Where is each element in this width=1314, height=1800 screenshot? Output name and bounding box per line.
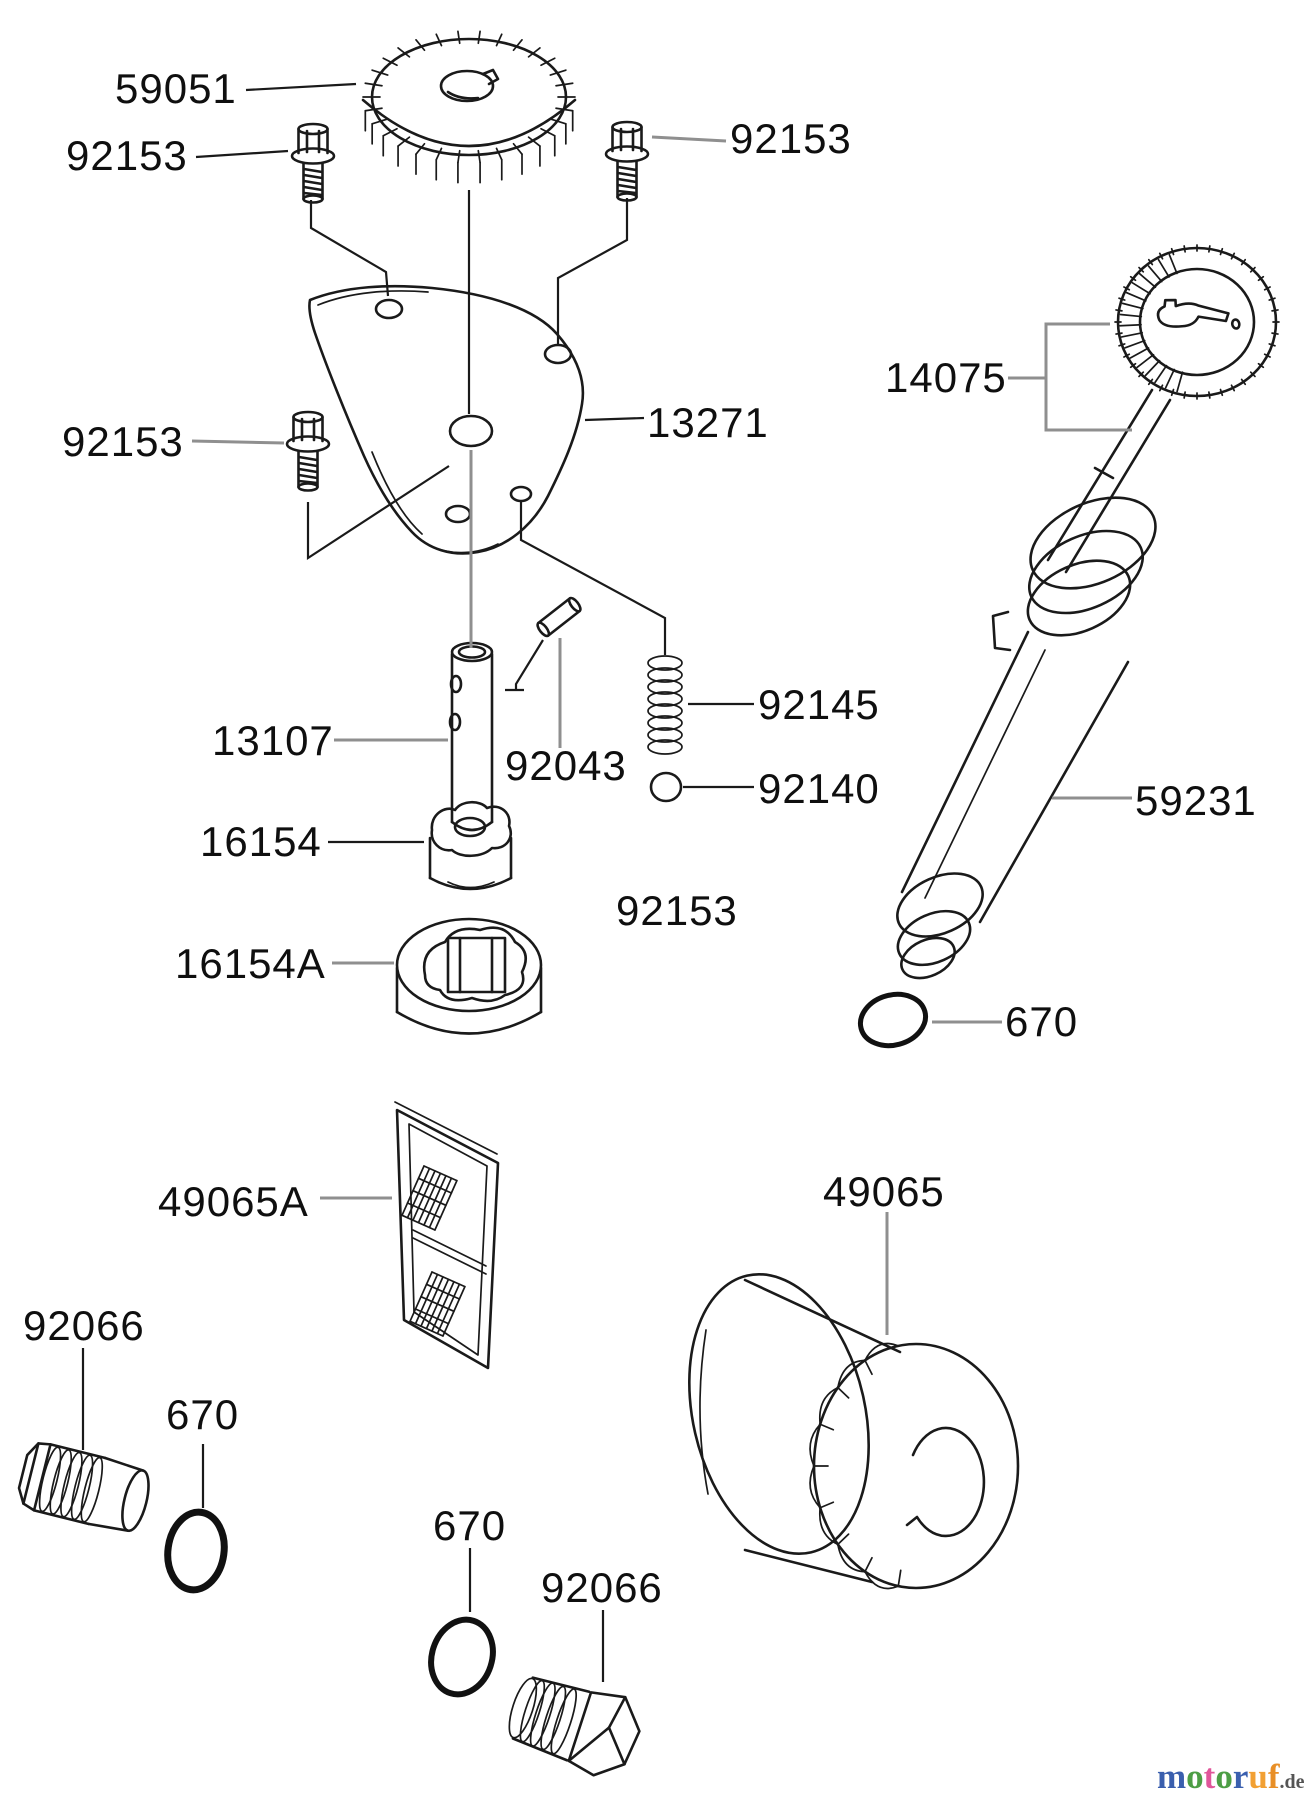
label-bolt-ref-floating: 92153	[616, 887, 738, 934]
label-dipstick: 14075	[885, 354, 1007, 401]
label-ball: 92140	[758, 765, 880, 812]
oring-right-drawing	[857, 991, 929, 1049]
spring-drawing	[647, 655, 683, 755]
label-oring-left: 670	[166, 1391, 239, 1438]
label-pin: 92043	[505, 742, 627, 789]
motoruf-logo: motoruf.de	[1157, 1757, 1305, 1796]
logo-tld: .de	[1279, 1771, 1304, 1793]
bolt-top-left	[290, 122, 336, 204]
plug-bottom-drawing	[508, 1676, 641, 1777]
label-oring-center: 670	[433, 1502, 506, 1549]
label-oring-right: 670	[1005, 998, 1078, 1045]
label-spring: 92145	[758, 681, 880, 728]
dipstick-drawing	[1046, 244, 1280, 574]
label-filter: 49065	[823, 1168, 945, 1215]
outer-rotor-drawing	[395, 917, 543, 1035]
tube-drawing	[896, 496, 1157, 980]
label-gear: 59051	[115, 65, 237, 112]
logo-letter: m	[1157, 1757, 1186, 1796]
screen-mesh	[401, 1165, 466, 1337]
pin-drawing	[536, 596, 582, 638]
logo-letter: u	[1248, 1757, 1267, 1796]
label-plate: 13271	[647, 399, 769, 446]
label-plug-bottom: 92066	[541, 1564, 663, 1611]
oring-center-drawing	[428, 1616, 496, 1698]
oring-left-drawing	[164, 1508, 228, 1594]
filter-drawing	[688, 1272, 1020, 1590]
label-shaft: 13107	[212, 717, 334, 764]
label-bolt-top-right: 92153	[730, 115, 852, 162]
plate-drawing	[308, 284, 585, 555]
label-plug-left: 92066	[23, 1302, 145, 1349]
label-inner-rotor: 16154	[200, 818, 322, 865]
logo-letter: r	[1233, 1757, 1249, 1796]
gear-drawing	[361, 30, 577, 184]
inner-rotor-drawing	[428, 800, 513, 891]
bolt-top-right	[604, 120, 650, 202]
oil-can-icon	[1156, 298, 1241, 330]
logo-letter: o	[1215, 1757, 1233, 1796]
label-outer-rotor: 16154A	[175, 940, 326, 987]
label-bolt-top-left: 92153	[66, 132, 188, 179]
plug-left-drawing	[17, 1442, 150, 1533]
logo-letter: o	[1186, 1757, 1204, 1796]
logo-letter: t	[1204, 1757, 1216, 1796]
dipstick-cap-knurl	[1114, 244, 1280, 400]
leader-lines	[81, 82, 1132, 1682]
ball-drawing	[649, 771, 683, 803]
bolt-mid-left	[285, 410, 331, 492]
label-screen: 49065A	[158, 1178, 309, 1225]
label-tube: 59231	[1135, 777, 1257, 824]
filter-flutes	[809, 1342, 902, 1590]
label-bolt-mid-left: 92153	[62, 418, 184, 465]
logo-letter: f	[1268, 1757, 1280, 1796]
gear-teeth	[362, 30, 576, 184]
screen-drawing	[394, 1101, 500, 1370]
